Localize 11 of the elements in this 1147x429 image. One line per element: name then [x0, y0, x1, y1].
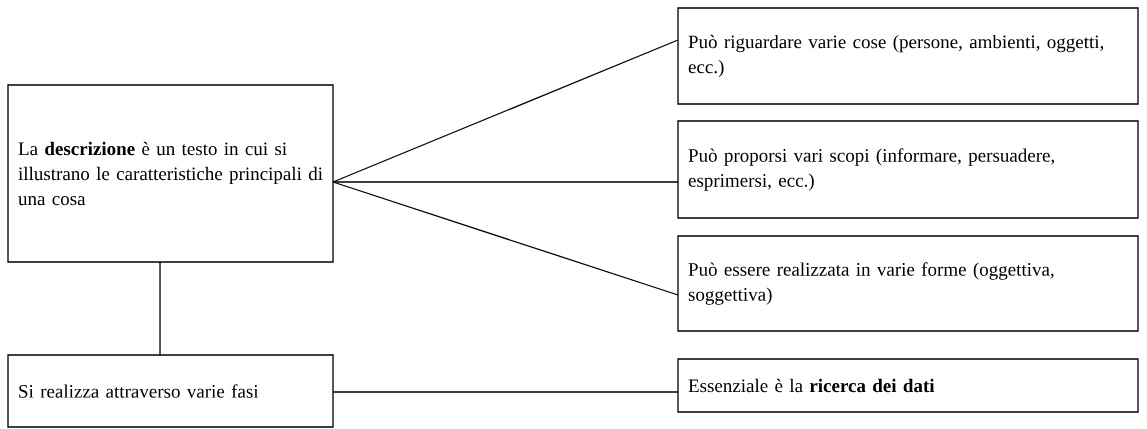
- connector-line: [332, 39, 679, 183]
- text-box: Si realizza attraverso varie fasi: [7, 354, 334, 428]
- text-box: Può proporsi vari scopi (informare, persuadere, esprimersi, ecc.): [677, 120, 1139, 219]
- connector-line: [159, 261, 161, 356]
- connector-line: [332, 181, 679, 183]
- connector-line: [332, 391, 679, 393]
- text-box: Può essere realizzata in varie forme (oggettiva, soggettiva): [677, 235, 1139, 332]
- text-box: Può riguardare varie cose (persone, ambienti, oggetti, ecc.): [677, 7, 1139, 105]
- text-box: La descrizione è un testo in cui si illustrano le caratteristiche principali di una cosa: [7, 84, 334, 263]
- text-box: Essenziale è la ricerca dei dati: [677, 358, 1139, 413]
- connector-line: [332, 181, 679, 296]
